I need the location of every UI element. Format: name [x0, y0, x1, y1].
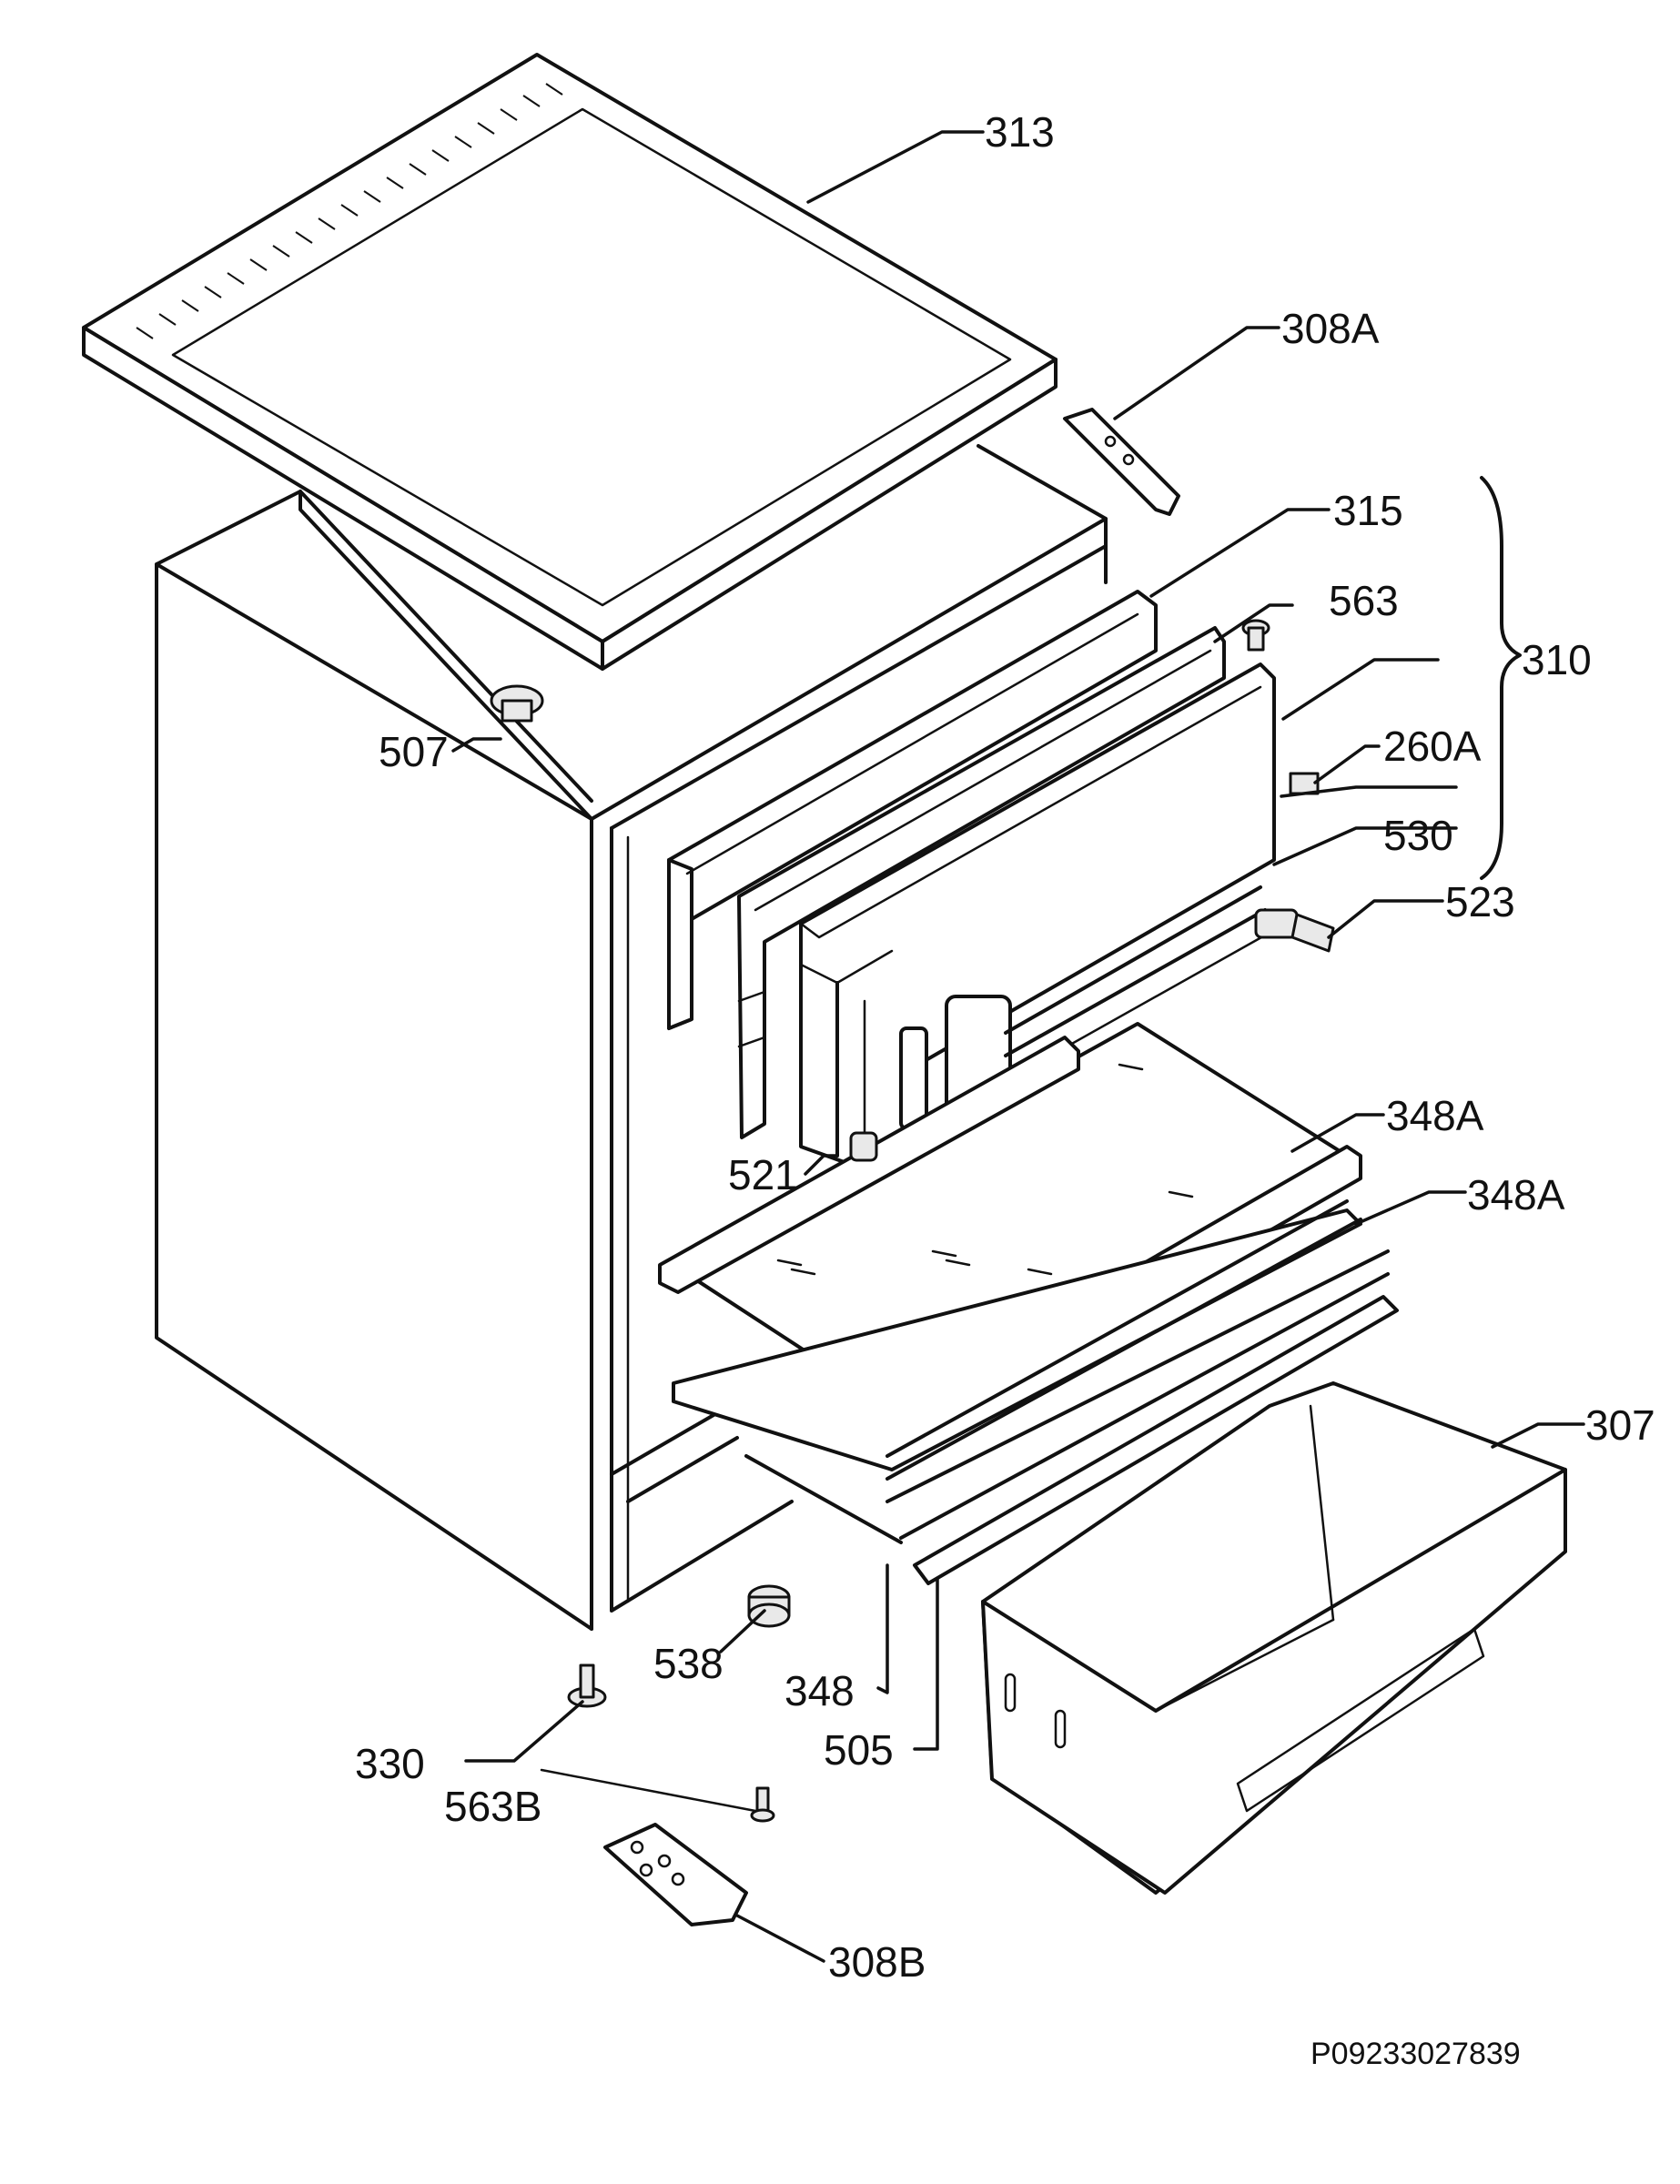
spacer-538-part — [747, 1584, 791, 1628]
callout-507: 507 — [379, 728, 449, 775]
group-bracket-310 — [1480, 476, 1522, 880]
glass-shelf-lower-part — [672, 1199, 1362, 1481]
hinge-top-part — [1063, 408, 1180, 516]
callout-563B: 563B — [444, 1783, 542, 1830]
callout-538: 538 — [653, 1640, 724, 1687]
callout-308B: 308B — [828, 1938, 926, 1986]
callout-348: 348 — [784, 1667, 855, 1714]
callout-523: 523 — [1445, 878, 1515, 925]
cabinet-body-part — [155, 444, 1108, 1631]
callout-530: 530 — [1383, 812, 1453, 859]
top-cover-part — [82, 53, 1058, 671]
crisper-drawer-part — [981, 1381, 1567, 1895]
bottom-glass-part — [744, 1249, 1399, 1585]
adjustable-foot-part — [567, 1663, 607, 1708]
callout-505: 505 — [824, 1726, 894, 1774]
clip-521-part — [849, 1131, 878, 1162]
screw-563B-part — [750, 1786, 775, 1823]
latch-523-part — [1254, 908, 1335, 953]
bumper-foot-part — [490, 684, 544, 723]
callout-315: 315 — [1333, 487, 1403, 534]
callout-563: 563 — [1329, 577, 1399, 624]
callout-307: 307 — [1585, 1401, 1655, 1449]
callout-310: 310 — [1522, 636, 1592, 683]
door-liner-part — [667, 590, 1158, 1030]
callout-260A: 260A — [1383, 723, 1482, 770]
callout-348A-top: 348A — [1386, 1092, 1484, 1139]
callout-308A: 308A — [1281, 305, 1380, 352]
callout-313: 313 — [985, 108, 1055, 156]
hinge-bottom-part — [603, 1823, 748, 1926]
document-code: P09233027839 — [1311, 2037, 1521, 2071]
callout-348A-mid: 348A — [1467, 1171, 1565, 1218]
screw-563-part — [1241, 619, 1270, 652]
callout-521: 521 — [728, 1151, 798, 1198]
leader-lines — [451, 130, 1585, 1963]
callout-330: 330 — [355, 1740, 425, 1787]
door-inner-part — [737, 626, 1226, 1139]
clip-260A-part — [1289, 772, 1320, 795]
